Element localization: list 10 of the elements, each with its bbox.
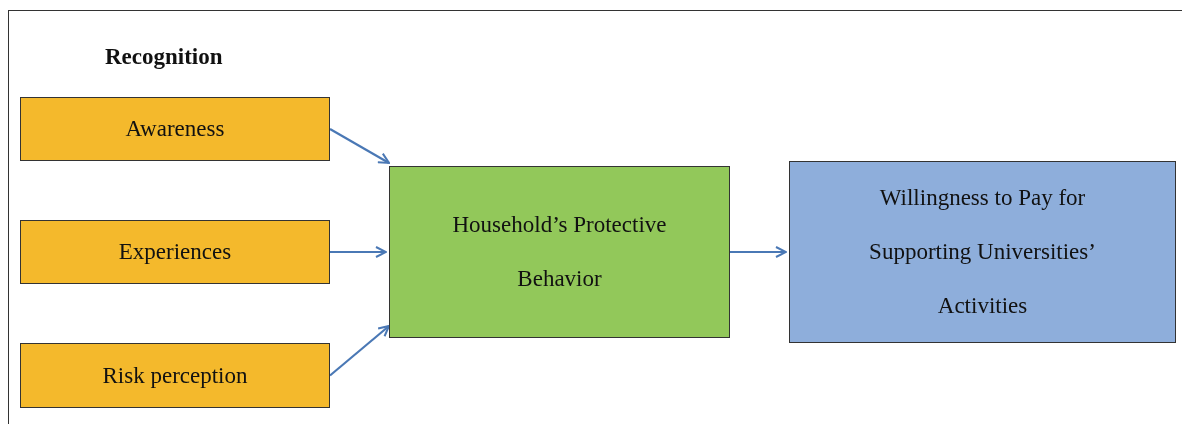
arrow xyxy=(329,128,390,164)
factor-box: Risk perception xyxy=(20,343,330,408)
arrow xyxy=(730,246,787,258)
factor-box: Experiences xyxy=(20,220,330,284)
behavior-box: Household’s Protective Behavior xyxy=(389,166,730,338)
arrow xyxy=(329,325,390,377)
factor-box: Awareness xyxy=(20,97,330,161)
group-heading: Recognition xyxy=(105,44,223,70)
outcome-box: Willingness to Pay for Supporting Universities’ Activities xyxy=(789,161,1176,343)
arrow xyxy=(330,246,387,258)
